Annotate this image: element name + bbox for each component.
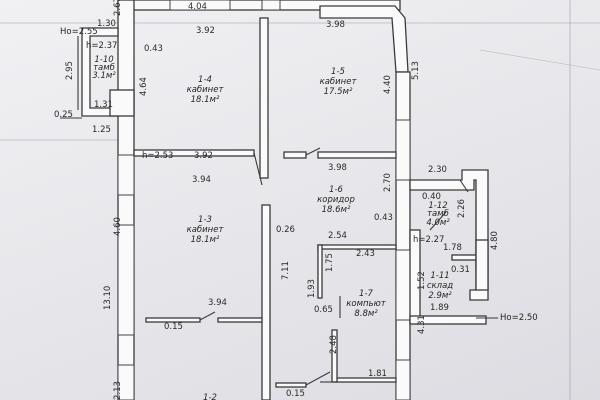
room-name: тамб xyxy=(93,63,115,73)
room-number: 1-5 xyxy=(331,67,345,77)
walls xyxy=(81,0,489,400)
dim-0-43-top: 0.43 xyxy=(144,44,163,54)
door-swings xyxy=(199,147,469,386)
dim-2-30: 2.30 xyxy=(428,165,447,175)
dim-2-54: 2.54 xyxy=(328,231,347,241)
room-area: 18.1м² xyxy=(191,95,220,105)
height-mark-ho-right: Ho=2.50 xyxy=(500,313,538,323)
room-label-1-7: 1-7 компьют 8.8м² xyxy=(346,289,386,319)
dim-3-92-mid: 3.92 xyxy=(194,151,213,161)
height-marks: Ho=2.55 Ho=2.50 h=2.37 h=2.53 h=2.27 xyxy=(60,27,538,323)
room-area: 8.8м² xyxy=(354,309,378,319)
dim-2-95: 2.95 xyxy=(65,61,75,80)
dim-0-40: 0.40 xyxy=(422,192,441,202)
dim-1-52: 1.52 xyxy=(417,271,427,290)
room-label-1-11: 1-11 склад 2.9м² xyxy=(427,271,453,301)
dim-2-26: 2.26 xyxy=(457,199,467,218)
room-number: 1-12 xyxy=(428,201,447,211)
dim-1-78: 1.78 xyxy=(443,243,462,253)
dim-1-75: 1.75 xyxy=(325,253,335,272)
dim-2-67: 2.67 xyxy=(113,0,123,16)
height-mark-ho-left: Ho=2.55 xyxy=(60,27,98,37)
dim-4-31: 4.31 xyxy=(417,315,427,334)
dim-1-30: 1.30 xyxy=(97,19,116,29)
dim-1-89: 1.89 xyxy=(430,303,449,313)
dim-4-04: 4.04 xyxy=(188,2,207,12)
dim-1-81: 1.81 xyxy=(368,369,387,379)
room-name: кабинет xyxy=(187,85,225,95)
room-label-1-2: 1-2 xyxy=(203,393,217,400)
dim-4-60: 4.60 xyxy=(113,217,123,236)
room-name: склад xyxy=(427,281,453,291)
room-area: 18.6м² xyxy=(322,205,351,215)
room-label-1-10: 1-10 тамб 3.1м² xyxy=(92,55,116,81)
room-number: 1-2 xyxy=(203,393,217,400)
dim-1-93: 1.93 xyxy=(307,279,317,298)
room-name: коридор xyxy=(317,195,355,205)
room-name: кабинет xyxy=(320,77,358,87)
dim-5-13: 5.13 xyxy=(411,61,421,80)
dim-0-43-mid: 0.43 xyxy=(374,213,393,223)
room-label-1-6: 1-6 коридор 18.6м² xyxy=(317,185,355,215)
dim-2-48: 2.48 xyxy=(329,335,339,354)
dim-13-10: 13.10 xyxy=(103,286,113,310)
height-mark-h253: h=2.53 xyxy=(142,151,173,161)
room-area: 18.1м² xyxy=(191,235,220,245)
room-area: 17.5м² xyxy=(324,87,353,97)
room-number: 1-6 xyxy=(329,185,343,195)
dim-0-25: 0.25 xyxy=(54,110,73,120)
dimension-labels: 4.04 1.30 3.92 3.98 0.43 2.95 4.64 4.40 … xyxy=(54,0,500,400)
dim-0-31: 0.31 xyxy=(451,265,470,275)
room-number: 1-11 xyxy=(430,271,449,281)
dim-3-98-mid: 3.98 xyxy=(328,163,347,173)
dimension-lines xyxy=(60,36,498,319)
room-label-1-4: 1-4 кабинет 18.1м² xyxy=(187,75,225,105)
dim-2-13: 2.13 xyxy=(113,381,123,400)
dim-3-92-top: 3.92 xyxy=(196,26,215,36)
height-mark-h227: h=2.27 xyxy=(413,235,444,245)
dim-1-31: 1.31 xyxy=(94,100,113,110)
room-number: 1-10 xyxy=(94,55,113,65)
dim-0-65: 0.65 xyxy=(314,305,333,315)
height-mark-h237: h=2.37 xyxy=(86,41,117,51)
room-label-1-3: 1-3 кабинет 18.1м² xyxy=(187,215,225,245)
dim-4-80: 4.80 xyxy=(490,231,500,250)
room-name: тамб xyxy=(427,209,449,219)
dim-3-94-upper: 3.94 xyxy=(192,175,211,185)
room-area: 3.1м² xyxy=(92,71,116,81)
room-number: 1-3 xyxy=(198,215,212,225)
dim-0-26: 0.26 xyxy=(276,225,295,235)
dim-2-70: 2.70 xyxy=(383,173,393,192)
dim-4-64: 4.64 xyxy=(139,77,149,96)
room-label-1-12: 1-12 тамб 4.0м² xyxy=(426,201,450,228)
dim-2-43: 2.43 xyxy=(356,249,375,259)
dim-0-15-lower: 0.15 xyxy=(286,389,305,399)
dim-0-15-left: 0.15 xyxy=(164,322,183,332)
dim-3-98-top: 3.98 xyxy=(326,20,345,30)
dim-1-25: 1.25 xyxy=(92,125,111,135)
dim-4-40: 4.40 xyxy=(383,75,393,94)
room-number: 1-4 xyxy=(198,75,212,85)
room-label-1-5: 1-5 кабинет 17.5м² xyxy=(320,67,358,97)
room-name: компьют xyxy=(346,299,386,309)
dim-7-11: 7.11 xyxy=(281,261,291,280)
room-name: кабинет xyxy=(187,225,225,235)
room-area: 2.9м² xyxy=(428,291,452,301)
room-number: 1-7 xyxy=(359,289,373,299)
dim-3-94-lower: 3.94 xyxy=(208,298,227,308)
room-area: 4.0м² xyxy=(426,218,450,228)
